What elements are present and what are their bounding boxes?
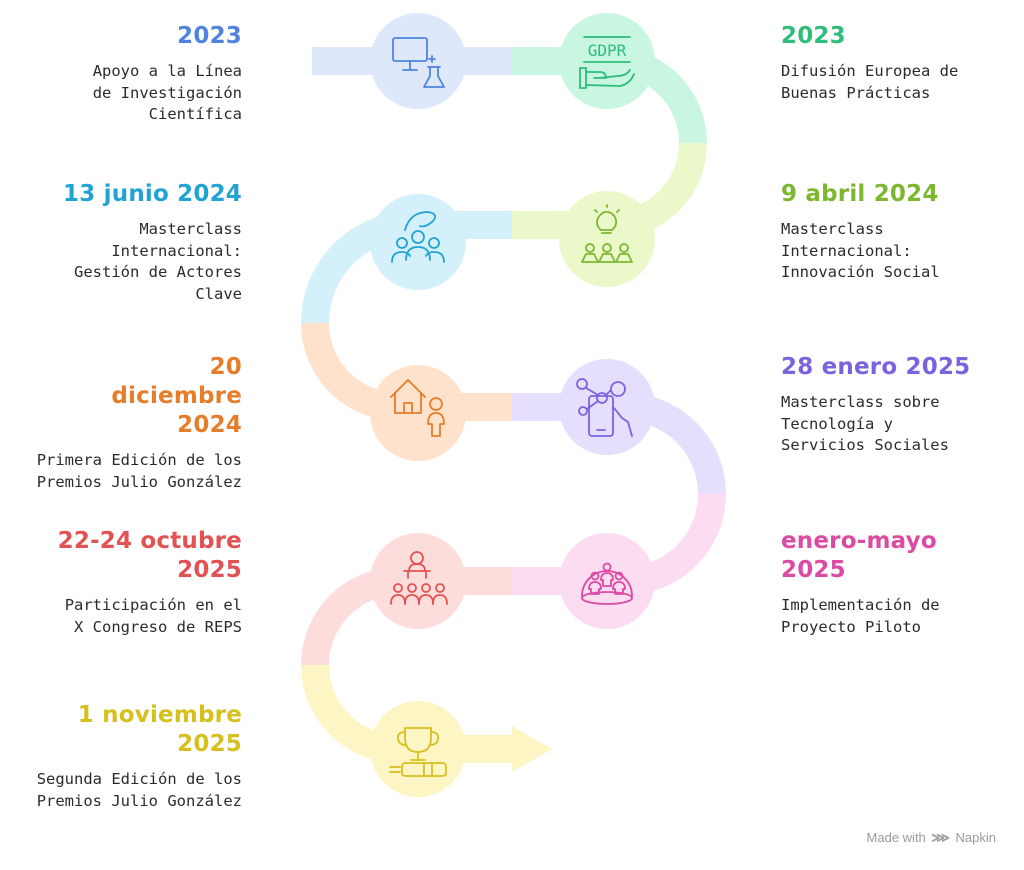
event-masterclass-tecnologia: 28 enero 2025 Masterclass sobre Tecnolog… (781, 353, 1011, 457)
event-date: 22-24 octubre 2025 (57, 528, 242, 583)
event-date: 1 noviembre 2025 (77, 702, 242, 757)
event-date: enero-mayo 2025 (781, 528, 937, 583)
community-dome-icon (581, 562, 633, 605)
event-apoyo-investigacion: 2023 Apoyo a la Línea de Investigación C… (12, 22, 242, 126)
event-description: Masterclass sobre Tecnología y Servicios… (781, 393, 949, 454)
made-with-label: Made with (866, 830, 926, 845)
napkin-brand: Napkin (955, 830, 996, 845)
icon-node-1 (370, 13, 466, 109)
icon-node-2: GDPR (559, 13, 655, 109)
house-person-icon (390, 379, 445, 437)
napkin-logo-icon: ⋙ (931, 830, 950, 845)
icon-node-4 (559, 191, 655, 287)
event-description: Implementación de Proyecto Piloto (781, 596, 940, 636)
event-date: 20 diciembre 2024 (111, 354, 242, 438)
event-description: Segunda Edición de los Premios Julio Gon… (36, 770, 242, 810)
icon-node-3 (370, 194, 466, 290)
icon-node-9 (370, 701, 466, 797)
computer-lab-icon (392, 37, 445, 88)
icon-node-6 (559, 359, 655, 455)
event-masterclass-innovacion: 9 abril 2024 Masterclass Internacional: … (781, 180, 1011, 284)
event-date: 13 junio 2024 (63, 181, 242, 207)
icon-node-5 (370, 365, 466, 461)
event-premios-segunda: 1 noviembre 2025 Segunda Edición de los … (12, 701, 242, 812)
icon-node-8 (559, 533, 655, 629)
event-proyecto-piloto: enero-mayo 2025 Implementación de Proyec… (781, 527, 1011, 638)
people-group-icon (391, 211, 445, 263)
event-description: Difusión Europea de Buenas Prácticas (781, 62, 959, 102)
lightbulb-group-icon (581, 204, 633, 263)
event-masterclass-actores: 13 junio 2024 Masterclass Internacional:… (12, 180, 242, 305)
event-date: 2023 (177, 23, 242, 49)
event-description: Participación en el X Congreso de REPS (64, 596, 242, 636)
conference-icon (390, 551, 448, 605)
event-premios-primera: 20 diciembre 2024 Primera Edición de los… (12, 353, 242, 493)
gdpr-hand-icon: GDPR (579, 36, 635, 89)
event-congreso-reps: 22-24 octubre 2025 Participación en el X… (12, 527, 242, 638)
tablet-network-icon (576, 378, 633, 437)
event-date: 2023 (781, 23, 846, 49)
event-description: Masterclass Internacional: Innovación So… (781, 220, 940, 281)
event-difusion-europea: 2023 Difusión Europea de Buenas Práctica… (781, 22, 1011, 104)
event-description: Apoyo a la Línea de Investigación Cientí… (92, 62, 242, 123)
made-with-napkin: Made with ⋙ Napkin (867, 830, 996, 846)
event-description: Masterclass Internacional: Gestión de Ac… (74, 220, 242, 303)
event-description: Primera Edición de los Premios Julio Gon… (36, 451, 242, 491)
timeline-arrow-head (512, 726, 552, 772)
icon-node-7 (370, 533, 466, 629)
svg-text:GDPR: GDPR (588, 41, 627, 60)
trophy-icon (389, 727, 447, 777)
event-date: 28 enero 2025 (781, 354, 971, 380)
event-date: 9 abril 2024 (781, 181, 939, 207)
